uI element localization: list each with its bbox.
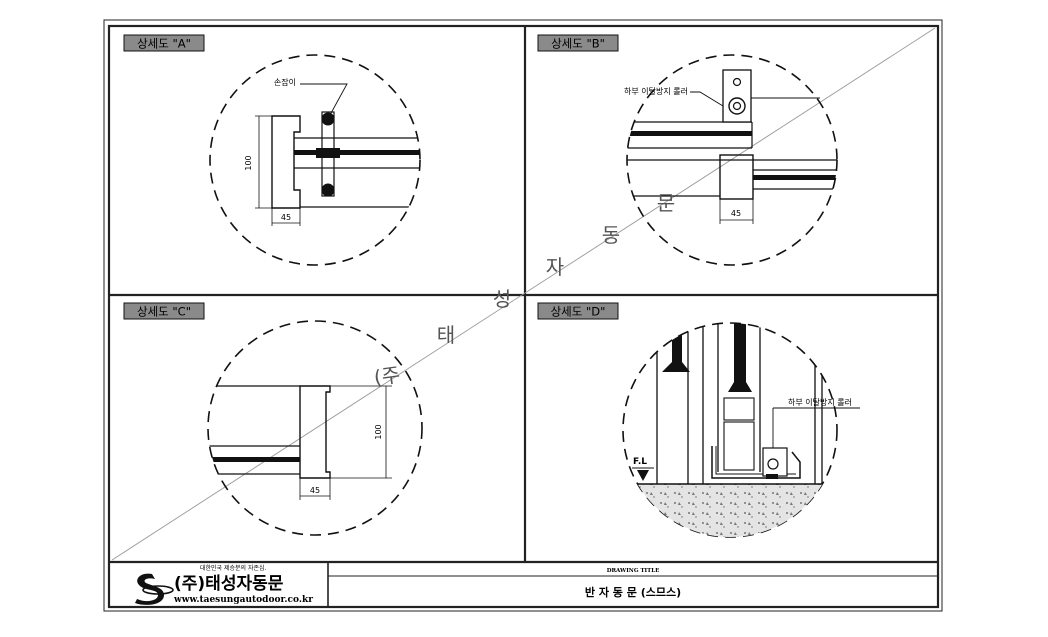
watermark-char-3: 성: [493, 287, 511, 311]
panel-d-title: 상세도 "D": [551, 305, 606, 319]
detail-panel-d: 상세도 "D": [537, 302, 860, 538]
watermark: (주 태 성 자 동 문: [372, 191, 675, 390]
company-name: (주)태성자동문: [174, 574, 284, 594]
panel-b-title: 상세도 "B": [551, 37, 605, 51]
watermark-char-2: 태: [437, 323, 455, 347]
panel-a-handle-callout: 손잡이: [274, 77, 296, 87]
panel-c-title: 상세도 "C": [137, 305, 191, 319]
panel-b-dim-width: 45: [731, 209, 741, 218]
panel-c-dim-height: 100: [374, 424, 383, 439]
panel-d-title-box: [537, 302, 619, 320]
panel-b-roller-small: [732, 77, 742, 87]
panel-d-floor-label: F.L: [633, 457, 647, 467]
panel-a-section: [271, 111, 420, 209]
panel-c-title-box: [123, 302, 205, 320]
panel-a-detail-circle: [209, 54, 421, 266]
watermark-char-6: 문: [657, 191, 675, 215]
panel-d-roller-callout: 하부 이탈방지 롤러: [788, 397, 852, 407]
company-url: www.taesungautodoor.co.kr: [173, 595, 313, 605]
panel-b-title-box: [537, 34, 619, 52]
panel-a-dim-height: 100: [244, 155, 253, 170]
drawing-title: 반 자 동 문 (스므스): [585, 585, 681, 599]
watermark-diagonal: [111, 27, 936, 561]
company-logo: [135, 573, 174, 605]
detail-panel-a: 상세도 "A" 손잡이 100 45: [123, 34, 421, 266]
panel-b-roller-large: [728, 97, 746, 115]
panel-c-section: [208, 385, 331, 479]
watermark-char-5: 동: [602, 223, 620, 247]
title-block: 대한민국 제승분의 자존심. (주)태성자동문 www.taesungautod…: [135, 564, 681, 605]
panel-c-dim-width: 45: [310, 486, 320, 495]
panel-c-detail-circle: [207, 320, 423, 536]
watermark-char-4: 자: [546, 255, 564, 279]
panel-b-section: [627, 121, 837, 200]
watermark-char-1: (주: [372, 362, 401, 389]
drawing-title-label: DRAWING TITLE: [607, 568, 660, 574]
company-slogan: 대한민국 제승분의 자존심.: [200, 564, 267, 572]
detail-panel-c: 상세도 "C" 100 45: [123, 302, 423, 536]
floor-level-triangle-icon: [637, 470, 649, 481]
detail-panel-b: 상세도 "B" 하부 이탈방지 롤러 45: [537, 34, 838, 266]
inner-frame: [107, 24, 940, 609]
panel-b-roller-callout: 하부 이탈방지 롤러: [624, 86, 688, 96]
outer-frame: [103, 19, 943, 612]
panel-a-title: 상세도 "A": [137, 37, 191, 51]
panel-a-dim-width: 45: [281, 213, 291, 222]
panel-a-title-box: [123, 34, 205, 52]
